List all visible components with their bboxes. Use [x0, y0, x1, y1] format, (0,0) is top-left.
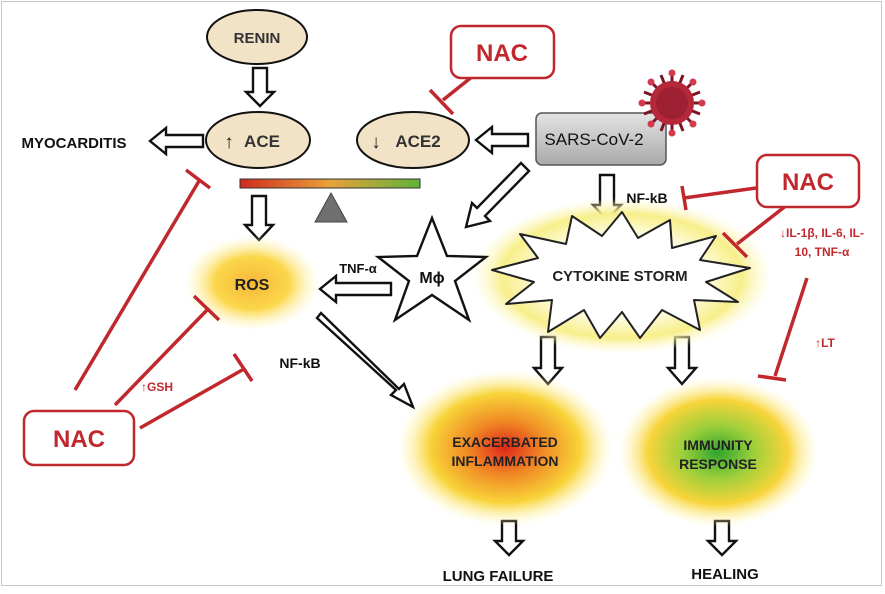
arrow-ace-myocarditis	[148, 125, 205, 157]
sars-cov-2-box	[535, 112, 667, 166]
ros-glow	[184, 235, 320, 331]
inflammation-glow	[397, 370, 613, 526]
sars-cov-2-label: SARS-CoV-2	[544, 130, 643, 149]
inhibit-nac-nfkb-left	[139, 367, 245, 430]
balance-fulcrum	[314, 191, 348, 223]
myocarditis-label: MYOCARDITIS	[22, 135, 127, 152]
nac-box-top	[449, 24, 556, 80]
ace2-label: ACE2	[395, 132, 440, 151]
immunity-label-line1: IMMUNITY	[683, 437, 753, 453]
ace-node	[205, 111, 311, 169]
immunity-glow	[618, 377, 818, 527]
ace-label: ACE	[244, 132, 280, 151]
exacerbated-label-line1: EXACERBATED	[452, 434, 558, 450]
ace-up-arrow: ↑	[224, 132, 234, 153]
nfkb-top-label: NF-kB	[626, 190, 667, 206]
nac-box-right	[755, 153, 861, 209]
nac-top-label: NAC	[476, 40, 528, 67]
inhibit-nac-ace2	[441, 74, 475, 102]
balance-bar	[239, 178, 421, 189]
healing-label: HEALING	[691, 566, 759, 583]
nac-left-label: NAC	[53, 426, 105, 453]
nac-box-left	[22, 409, 136, 467]
arrow-ros-inflammation	[315, 311, 416, 410]
ace2-node	[356, 111, 470, 169]
arrow-sars-ace2	[474, 124, 530, 156]
macrophage-star	[374, 214, 490, 324]
inhibit-nac-cytokine	[735, 203, 789, 246]
cytokine-storm-burst	[491, 211, 751, 339]
nfkb-left-label: NF-kB	[279, 355, 320, 371]
lt-label: ↑LT	[815, 336, 835, 350]
inhibit-lt	[773, 277, 809, 377]
inhibit-nac-ros	[113, 307, 210, 407]
virus-icon	[638, 69, 706, 137]
exacerbated-label-line2: INFLAMMATION	[451, 453, 558, 469]
renin-node	[206, 9, 308, 65]
lung-failure-label: LUNG FAILURE	[443, 568, 554, 585]
renin-label: RENIN	[234, 30, 281, 47]
ros-label: ROS	[235, 277, 270, 294]
cytokine-storm-label: CYTOKINE STORM	[552, 268, 687, 285]
immunity-label-line2: RESPONSE	[679, 456, 757, 472]
arrow-sars-macrophage	[464, 161, 531, 229]
arrow-macrophage-ros	[318, 273, 393, 305]
cytokines-label-line2: 10, TNF-α	[795, 245, 850, 259]
inhibit-nac-nfkb	[683, 186, 757, 200]
nac-right-label: NAC	[782, 169, 834, 196]
ace2-down-arrow: ↓	[371, 132, 381, 153]
tnf-label: TNF-α	[339, 261, 377, 276]
macrophage-label: Mϕ	[419, 270, 444, 287]
gsh-label: ↑GSH	[141, 380, 173, 394]
arrow-scale-ros	[242, 194, 276, 242]
arrow-renin-ace	[243, 66, 277, 108]
inhibit-nac-ace	[73, 180, 201, 391]
cytokines-label-line1: ↓IL-1β, IL-6, IL-	[780, 226, 864, 240]
